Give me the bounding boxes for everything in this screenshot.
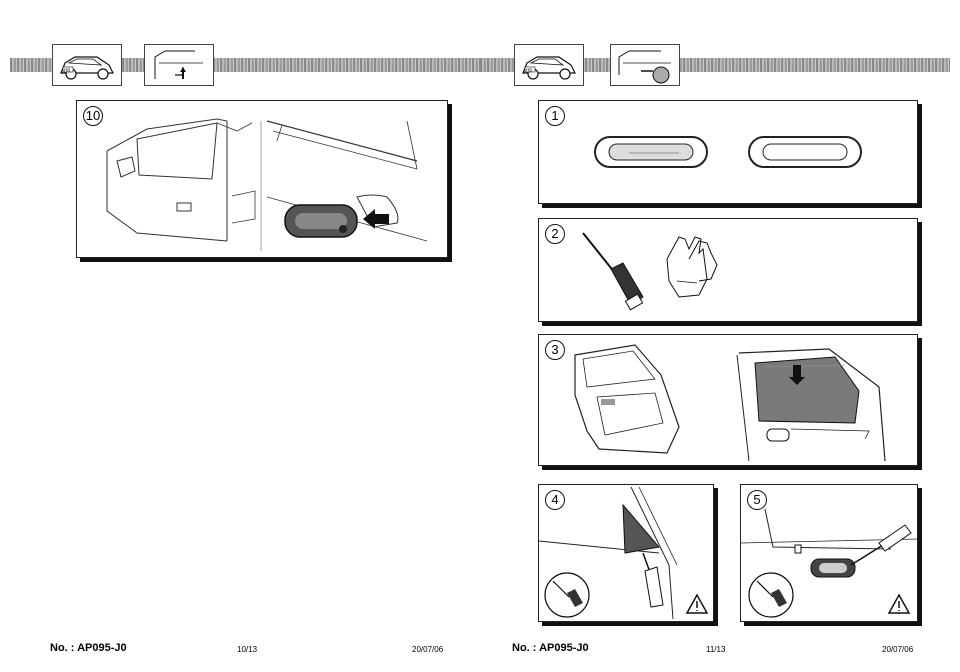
step-number: 3	[545, 340, 565, 360]
gloves-icon	[666, 236, 718, 298]
warning-icon	[685, 593, 709, 614]
thumbnail-door	[144, 44, 214, 86]
car-door-detail-icon	[154, 50, 203, 79]
step-number: 1	[545, 106, 565, 126]
thumbnail-car: HB	[514, 44, 584, 86]
page-number: 10/13	[237, 645, 258, 654]
step-panel-10: 10	[76, 100, 448, 258]
document-number: No. : AP095-J0	[512, 642, 589, 654]
handle-cover-icon	[748, 136, 862, 168]
step-panel-1: 1	[538, 100, 918, 204]
step-number: 4	[545, 490, 565, 510]
thumb-badge: HB	[64, 68, 70, 73]
header-band	[480, 58, 950, 72]
step-5-illustration	[741, 508, 917, 618]
step-panel-4: 4	[538, 484, 714, 622]
door-illustration	[106, 118, 428, 251]
car-door-detail-icon	[618, 50, 671, 84]
door-handles-illustration	[594, 136, 862, 168]
left-page: HB 10	[10, 44, 480, 654]
car-hatchback-icon: HB	[522, 56, 576, 80]
thumb-badge: HB	[526, 68, 532, 73]
tools-illustration	[582, 232, 718, 311]
car-hatchback-icon: HB	[60, 56, 114, 80]
document-number: No. : AP095-J0	[50, 642, 127, 654]
step-panel-2: 2	[538, 218, 918, 322]
thumbnail-car: HB	[52, 44, 122, 86]
document-date: 20/07/06	[882, 645, 914, 654]
screwdriver-icon	[582, 232, 644, 311]
warning-icon	[887, 593, 911, 614]
step-number: 5	[747, 490, 767, 510]
document-date: 20/07/06	[412, 645, 444, 654]
step-number: 2	[545, 224, 565, 244]
step-number: 10	[83, 106, 103, 126]
handle-cover-icon	[594, 136, 708, 168]
thumbnail-door	[610, 44, 680, 86]
step-panel-3: 3	[538, 334, 918, 466]
door-window-illustration	[574, 344, 886, 462]
step-panel-5: 5	[740, 484, 918, 622]
right-page: HB 1 2	[480, 0, 960, 672]
header-band	[10, 58, 480, 72]
page-number: 11/13	[706, 645, 726, 654]
step-4-illustration	[539, 486, 709, 620]
